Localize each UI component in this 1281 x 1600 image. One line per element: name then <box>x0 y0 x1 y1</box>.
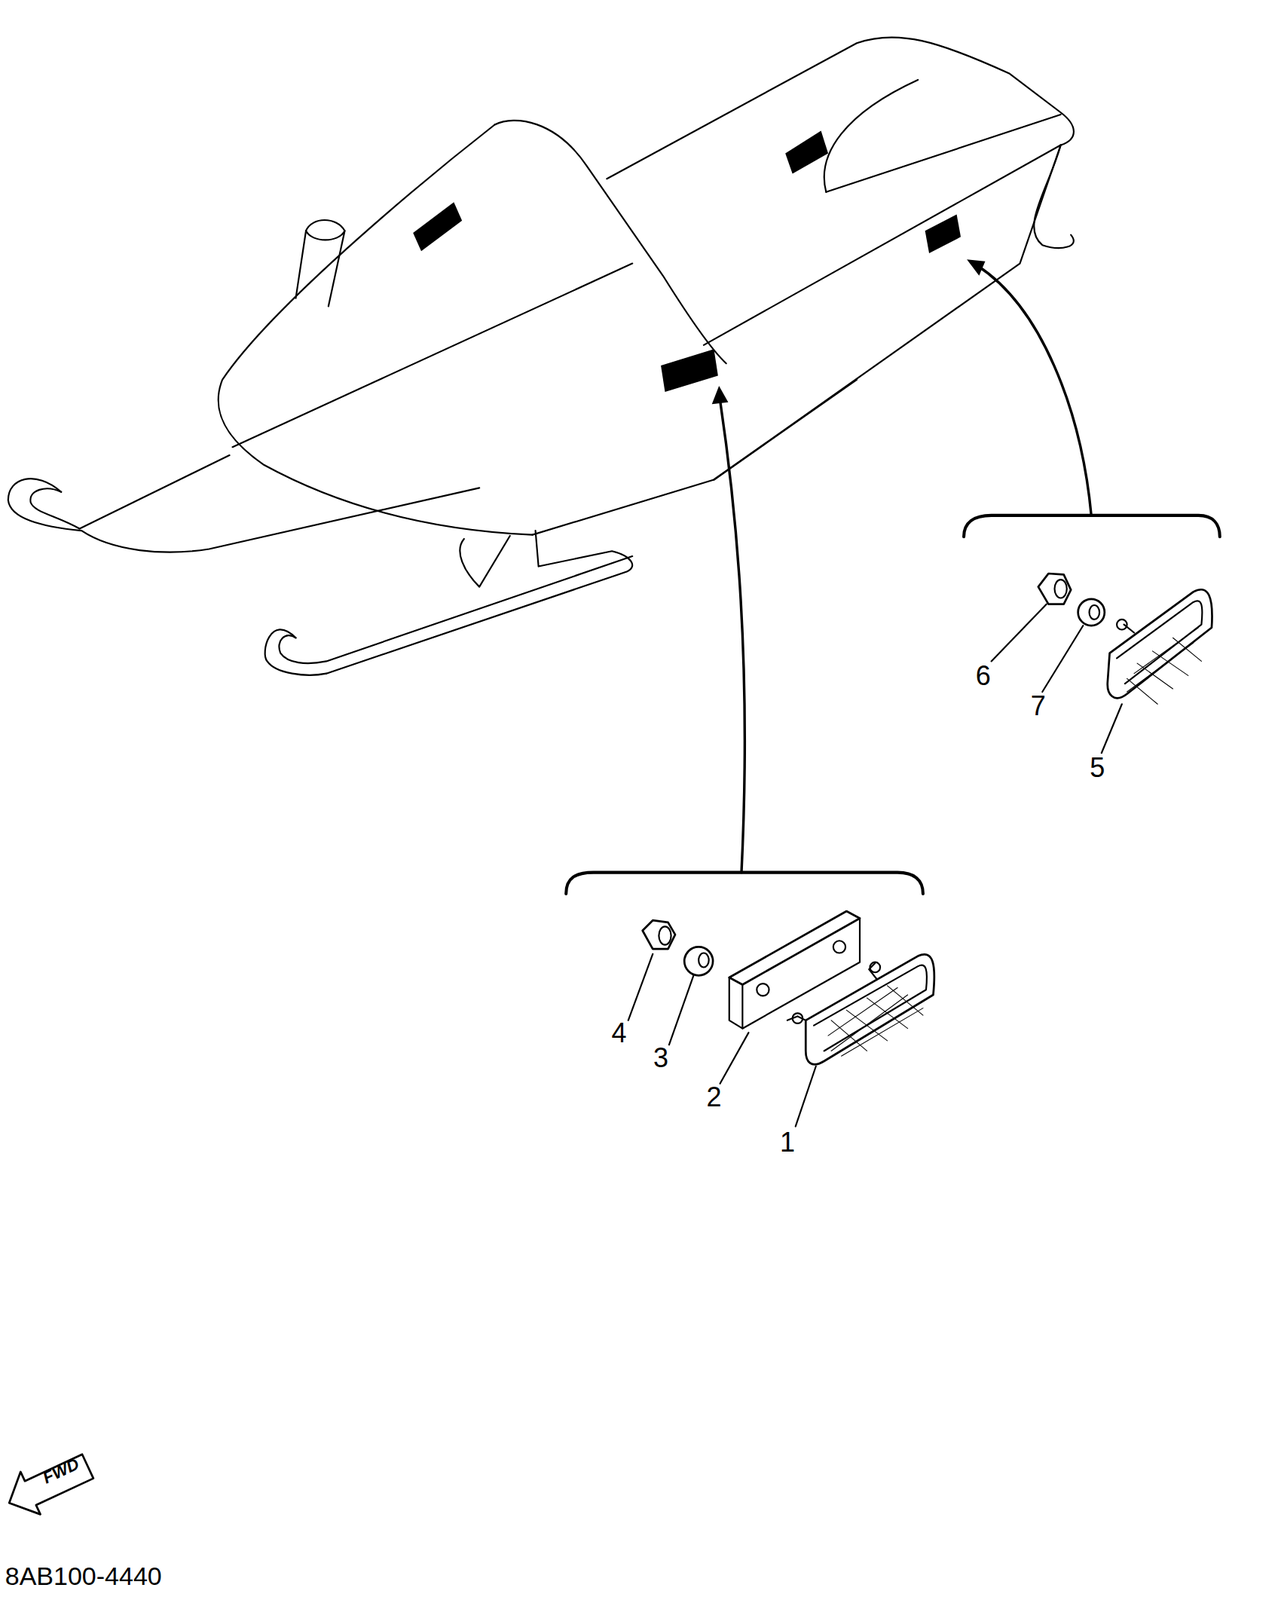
callout-number: 4 <box>611 1019 627 1047</box>
callout-number: 6 <box>975 662 991 690</box>
callout-number: 5 <box>1089 754 1105 782</box>
callout-number: 3 <box>653 1044 669 1072</box>
callout-number: 1 <box>779 1128 795 1156</box>
callout-number: 7 <box>1030 692 1046 720</box>
drawing-code: 8AB100-4440 <box>5 1562 163 1589</box>
forward-label: FWD <box>40 1455 83 1486</box>
callout-number: 2 <box>706 1083 722 1111</box>
